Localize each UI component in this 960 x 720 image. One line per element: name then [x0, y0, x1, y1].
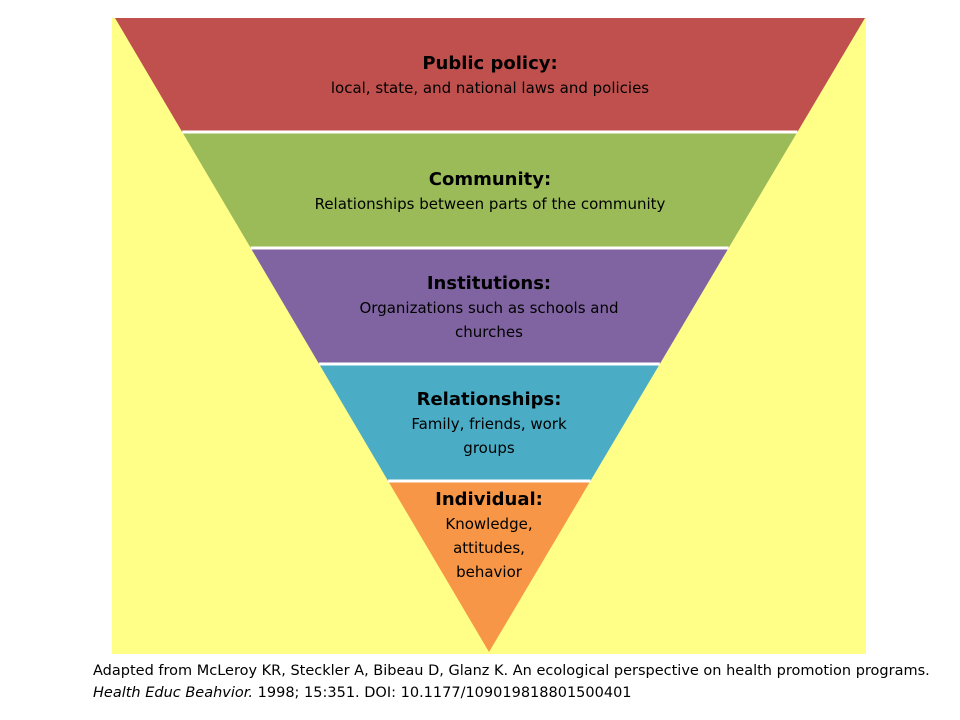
- layer-description: local, state, and national laws and poli…: [330, 79, 650, 97]
- layer-institutions: Institutions: Organizations such as scho…: [330, 272, 648, 344]
- layer-title: Community:: [428, 169, 552, 190]
- band-community: [182, 132, 798, 248]
- layer-description: Organizations such as schools and church…: [359, 299, 619, 341]
- layer-title: Institutions:: [426, 273, 552, 294]
- citation-journal: Health Educ Beahvior.: [93, 685, 254, 701]
- layer-description: Family, friends, work groups: [411, 415, 567, 457]
- layer-community: Community: Relationships between parts o…: [260, 168, 720, 216]
- band-institutions: [250, 248, 729, 364]
- band-individual: [388, 481, 591, 652]
- layer-description: Knowledge, attitudes, behavior: [445, 515, 533, 581]
- layer-individual: Individual: Knowledge, attitudes, behavi…: [429, 488, 549, 584]
- citation-authors-title: Adapted from McLeroy KR, Steckler A, Bib…: [93, 663, 930, 679]
- band-relationships: [319, 364, 660, 481]
- layer-title: Individual:: [435, 489, 543, 510]
- inverted-triangle-svg: [112, 18, 866, 654]
- citation-text: Adapted from McLeroy KR, Steckler A, Bib…: [93, 660, 943, 704]
- layer-public-policy: Public policy: local, state, and nationa…: [260, 52, 720, 100]
- ecological-model-diagram: Public policy: local, state, and nationa…: [112, 18, 866, 654]
- layer-relationships: Relationships: Family, friends, work gro…: [395, 388, 583, 460]
- citation-details: 1998; 15:351. DOI: 10.1177/1090198188015…: [253, 685, 632, 701]
- layer-title: Relationships:: [416, 389, 562, 410]
- band-public-policy: [115, 18, 865, 132]
- layer-description: Relationships between parts of the commu…: [314, 195, 666, 213]
- layer-title: Public policy:: [422, 53, 558, 74]
